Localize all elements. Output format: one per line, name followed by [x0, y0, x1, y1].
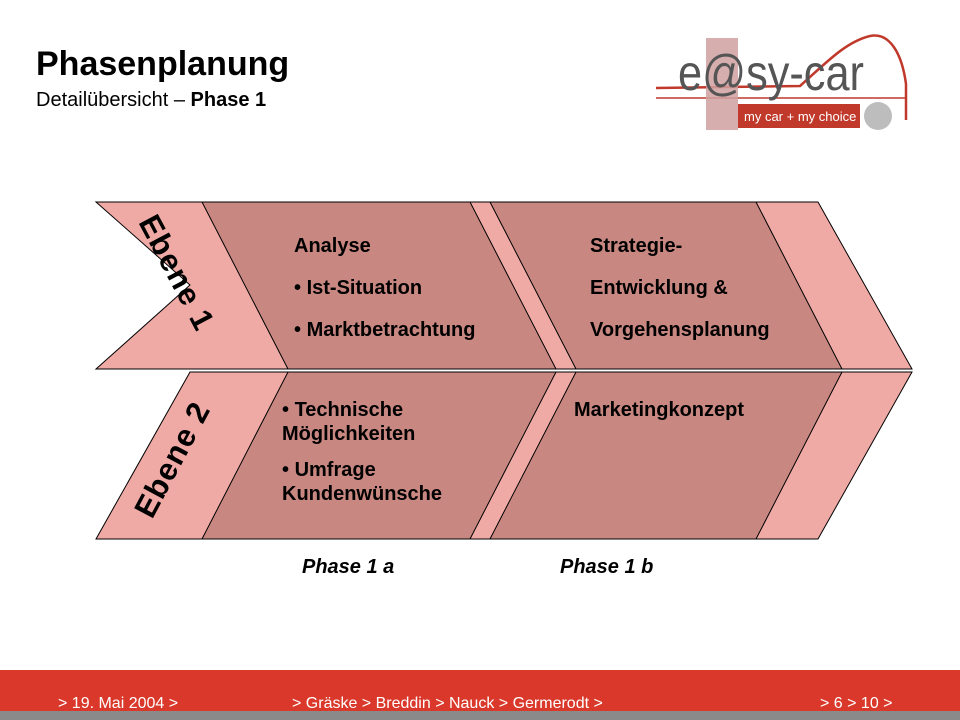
logo-vertical-bar [706, 38, 738, 130]
level1-phase-a-chevron [201, 201, 557, 370]
cell-1a-level1: Analyse • Ist-Situation • Marktbetrachtu… [294, 234, 524, 342]
page-title: Phasenplanung [36, 45, 290, 83]
footer-strip [0, 711, 960, 720]
logo-tagline-bg [738, 104, 860, 128]
footer-authors: > Gräske > Breddin > Nauck > Germerodt > [292, 695, 603, 712]
car-outline-icon [655, 34, 908, 120]
level2-phase-b-chevron [489, 371, 843, 540]
phase-a-label: Phase 1 a [302, 556, 395, 578]
cell-1b-level1-line-3: Vorgehensplanung [590, 319, 770, 341]
cell-1b-level1-line-1: Strategie- [590, 235, 683, 257]
cell-1a-level1-heading: Analyse [294, 235, 371, 257]
footer-page: > 6 > 10 > [820, 695, 893, 712]
phase-b-label: Phase 1 b [560, 556, 654, 578]
cell-1b-level1: Strategie- Entwicklung & Vorgehensplanun… [590, 234, 820, 342]
cell-1a-level2-bullet-1: • Technische Möglichkeiten [282, 399, 416, 445]
level2-phase-a-chevron [201, 371, 557, 540]
logo-circle-icon [864, 102, 892, 130]
cell-1b-level1-line-2: Entwicklung & [590, 277, 728, 299]
cell-1a-level2: • Technische Möglichkeiten • Umfrage Kun… [282, 398, 472, 506]
easy-car-logo: e@sy-car my car + my choice [655, 34, 908, 130]
subtitle-phase: Phase 1 [190, 89, 267, 111]
logo-tagline: my car + my choice [744, 109, 856, 124]
cell-1b-level2: Marketingkonzept [574, 399, 745, 421]
subtitle-dash: – [168, 89, 191, 111]
cell-1a-level2-bullet-2: • Umfrage Kundenwünsche [282, 459, 443, 505]
cell-1a-level1-bullet-2: • Marktbetrachtung [294, 319, 476, 341]
page-subtitle: Detailübersicht – Phase 1 [36, 88, 266, 112]
cell-1a-level1-bullet-1: • Ist-Situation [294, 277, 423, 299]
level1-phase-b-chevron [489, 201, 843, 370]
logo-brand-text: e@sy-car [678, 45, 864, 101]
footer-date: > 19. Mai 2004 > [58, 695, 179, 712]
subtitle-prefix: Detailübersicht [36, 89, 169, 111]
